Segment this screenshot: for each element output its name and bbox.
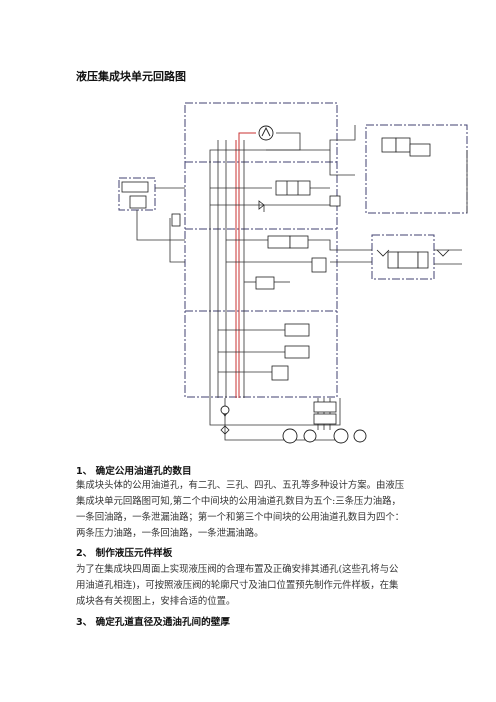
solenoid-valve-icon xyxy=(121,137,431,425)
pressure-line xyxy=(235,132,256,398)
filter-icon xyxy=(220,425,230,435)
section-heading: 3、 确定孔道直径及通油孔间的壁厚 xyxy=(76,617,230,628)
body-line: 集成块单元回路图可知,第二个中间块的公用油道孔数目为五个:三条压力油路， xyxy=(76,496,401,507)
body-line: 集成块头体的公用油道孔，有二孔、三孔、四孔、五孔等多种设计方案。由液压 xyxy=(76,480,405,491)
body-line: 成块各有关视图上，安排合适的位置。 xyxy=(76,596,236,607)
pump-motor-icon xyxy=(258,125,274,141)
check-valve-icon xyxy=(220,200,450,417)
section-heading: 1、 确定公用油道孔的数目 xyxy=(76,466,192,477)
oil-lines xyxy=(136,125,468,441)
body-line: 为了在集成块四周面上实现液压阀的合理布置及正确安排其通孔(这些孔将与公 xyxy=(76,564,399,575)
section-heading: 2、 制作液压元件样板 xyxy=(76,548,173,559)
section-body: 为了在集成块四周面上实现液压阀的合理布置及正确安排其通孔(这些孔将与公 用油道孔… xyxy=(76,562,428,610)
section-body: 集成块头体的公用油道孔，有二孔、三孔、四孔、五孔等多种设计方案。由液压 集成块单… xyxy=(76,478,428,542)
body-line: 两条压力油路，一条回油路，一条泄漏油路。 xyxy=(76,528,264,539)
body-line: 一条回油路，一条泄漏油路；第一个和第三个中间块的公用油道孔数目为四个： xyxy=(76,512,405,523)
body-line: 用油道孔相连)，可按照液压阀的轮廓尺寸及油口位置预先制作元件样板，在集 xyxy=(76,580,399,591)
document-title: 液压集成块单元回路图 xyxy=(76,70,186,83)
pressure-gauge-icon xyxy=(220,405,367,444)
